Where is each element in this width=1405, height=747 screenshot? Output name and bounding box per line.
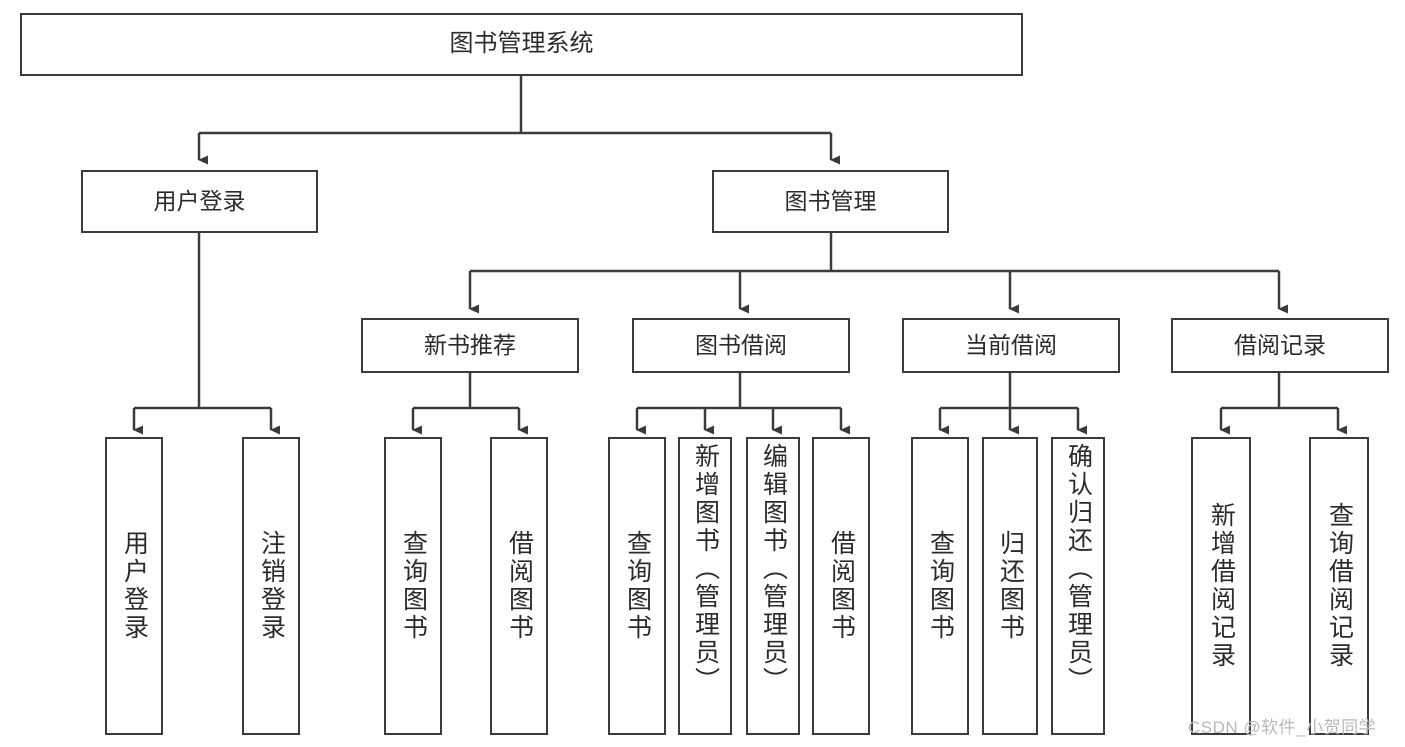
leaf-query-borrow-record[interactable]: 查询借阅记录 — [1309, 437, 1369, 735]
node-label: 归还图书 — [996, 530, 1025, 642]
node-label: 用户登录 — [120, 530, 149, 642]
node-current-borrow[interactable]: 当前借阅 — [902, 318, 1120, 373]
node-label: 新增借阅记录 — [1207, 502, 1236, 670]
leaf-logout[interactable]: 注销登录 — [242, 437, 300, 735]
node-label: 查询图书 — [926, 530, 955, 642]
leaf-edit-book-admin[interactable]: 编辑图书（管理员） — [746, 437, 800, 735]
node-book-management[interactable]: 图书管理 — [712, 170, 949, 233]
leaf-user-login[interactable]: 用户登录 — [105, 437, 163, 735]
node-user-login[interactable]: 用户登录 — [81, 170, 318, 233]
node-label: 图书管理 — [784, 187, 877, 214]
node-label: 新书推荐 — [424, 331, 516, 358]
node-borrow-records[interactable]: 借阅记录 — [1171, 318, 1389, 373]
leaf-borrow-book[interactable]: 借阅图书 — [812, 437, 870, 735]
node-label: 查询借阅记录 — [1325, 502, 1354, 670]
node-label: 借阅图书 — [505, 530, 534, 642]
node-label: 新增图书（管理员） — [691, 443, 720, 695]
node-label: 借阅记录 — [1234, 331, 1326, 358]
node-label: 编辑图书（管理员） — [759, 443, 788, 695]
node-label: 注销登录 — [257, 530, 286, 642]
csdn-watermark: CSDN @软件_小贺同学 — [1188, 718, 1377, 737]
node-label: 图书管理系统 — [449, 30, 594, 58]
node-label: 图书借阅 — [695, 331, 787, 358]
node-label: 查询图书 — [623, 530, 652, 642]
node-label: 确认归还（管理员） — [1064, 443, 1093, 695]
leaf-add-borrow-record[interactable]: 新增借阅记录 — [1191, 437, 1251, 735]
node-label: 借阅图书 — [827, 530, 856, 642]
node-new-book-recommend[interactable]: 新书推荐 — [361, 318, 579, 373]
leaf-borrow-book-new-recommend[interactable]: 借阅图书 — [490, 437, 548, 735]
leaf-query-book-borrow[interactable]: 查询图书 — [608, 437, 666, 735]
leaf-return-book[interactable]: 归还图书 — [982, 437, 1038, 735]
node-root-book-management-system[interactable]: 图书管理系统 — [20, 13, 1023, 76]
node-label: 查询图书 — [399, 530, 428, 642]
leaf-add-book-admin[interactable]: 新增图书（管理员） — [678, 437, 732, 735]
node-label: 当前借阅 — [965, 331, 1057, 358]
leaf-confirm-return-admin[interactable]: 确认归还（管理员） — [1051, 437, 1105, 735]
leaf-query-book-new-recommend[interactable]: 查询图书 — [384, 437, 442, 735]
leaf-query-book-current[interactable]: 查询图书 — [911, 437, 969, 735]
node-label: 用户登录 — [153, 187, 246, 214]
node-book-borrow[interactable]: 图书借阅 — [632, 318, 850, 373]
